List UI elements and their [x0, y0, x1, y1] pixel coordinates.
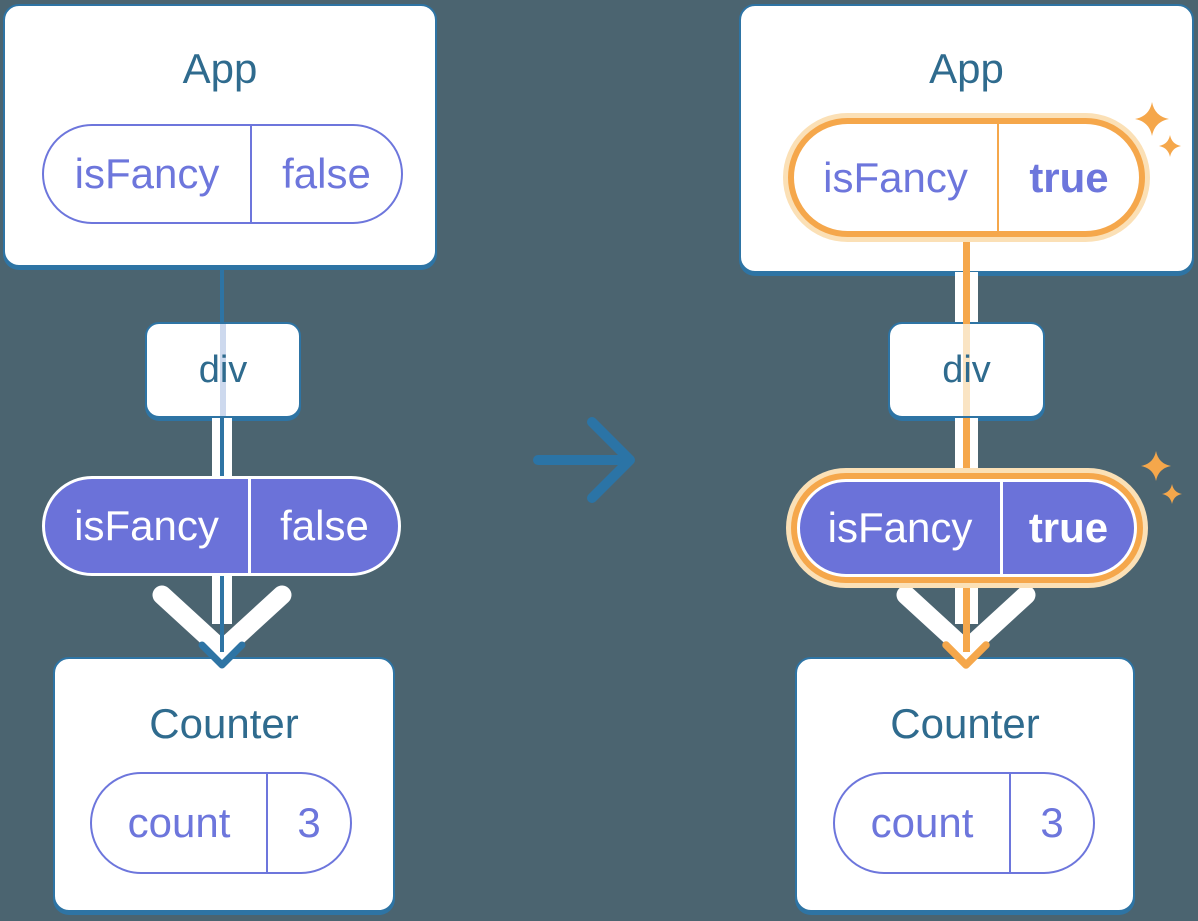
prop-pill-before: isFancy false	[42, 476, 401, 576]
counter-state-pill-before: count 3	[90, 772, 352, 874]
counter-state-pill-after: count 3	[833, 772, 1095, 874]
div-label: div	[942, 348, 991, 391]
state-value: true	[1029, 153, 1109, 201]
state-key: isFancy	[44, 126, 252, 222]
prop-line-right	[224, 574, 232, 624]
sparkle-icon	[1135, 102, 1181, 157]
state-key: count	[835, 774, 1011, 872]
prop-line-left	[212, 574, 220, 624]
prop-key: isFancy	[800, 482, 1003, 574]
arrowhead-icon	[198, 641, 246, 669]
state-line-through-div	[220, 324, 226, 416]
state-line-app-to-div	[220, 266, 224, 324]
state-value: 3	[297, 799, 321, 846]
prop-key: isFancy	[45, 479, 251, 573]
state-key: count	[92, 774, 268, 872]
state-line-prop-to-counter	[963, 586, 970, 652]
state-line-through-div	[962, 324, 970, 416]
prop-line-left	[955, 418, 963, 474]
app-state-pill-before: isFancy false	[42, 124, 403, 224]
counter-title: Counter	[149, 700, 299, 747]
state-line-div-to-prop	[220, 418, 224, 478]
div-label: div	[198, 348, 248, 391]
prop-line-right	[970, 272, 978, 322]
state-line-div-to-prop	[963, 418, 970, 474]
state-value: 3	[1040, 799, 1064, 846]
counter-title: Counter	[890, 700, 1040, 747]
prop-line-right	[970, 418, 978, 474]
prop-line-left	[955, 272, 963, 322]
prop-line-right	[970, 586, 978, 624]
state-value: false	[282, 150, 371, 197]
prop-pill-after: isFancy true	[797, 479, 1137, 577]
prop-line-right	[224, 418, 232, 478]
state-line-app-to-div	[963, 236, 970, 324]
arrowhead-icon	[942, 641, 990, 669]
prop-value: true	[1028, 504, 1109, 551]
app-state-pill-after: isFancy true	[788, 118, 1145, 237]
sparkle-icon	[1141, 451, 1182, 504]
div-card-after: div	[888, 322, 1045, 418]
state-line-prop-to-counter	[220, 574, 224, 652]
div-card-before: div	[145, 322, 301, 418]
prop-line-left	[955, 586, 963, 624]
app-title: App	[182, 45, 258, 92]
state-key: isFancy	[794, 124, 999, 231]
transition-arrow-icon	[533, 417, 635, 503]
prop-value: false	[280, 502, 369, 549]
prop-line-left	[212, 418, 220, 478]
app-title: App	[929, 45, 1004, 92]
